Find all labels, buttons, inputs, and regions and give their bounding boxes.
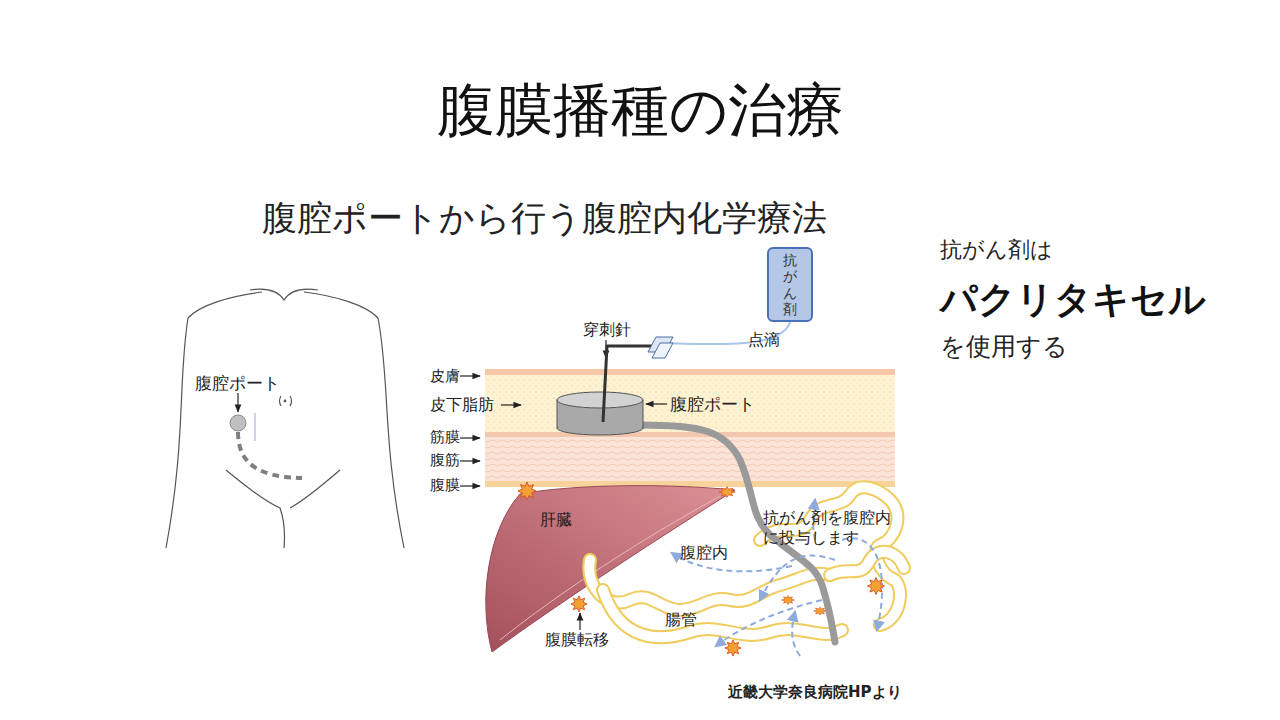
metastasis [867, 577, 884, 594]
torso-side [166, 318, 188, 548]
intestine-lumen [830, 552, 904, 575]
region-label: 腹腔内 [680, 543, 728, 562]
fascia-layer [485, 432, 895, 437]
leader-arrow [460, 437, 480, 438]
node-text: 抗がん剤 [782, 252, 799, 316]
organ-label: 腸管 [665, 610, 697, 629]
drug-name: パクリタキセル [940, 278, 1206, 322]
muscle-layer [485, 437, 895, 481]
intestine-wall [830, 552, 904, 575]
layer-label: 皮下脂肪 [430, 395, 494, 414]
fat-layer [485, 375, 895, 432]
metastasis [814, 607, 827, 615]
part-label: 腹腔ポート [195, 373, 280, 393]
port-top [557, 392, 643, 408]
note-label: 抗がん剤を腹腔内 に投与します [763, 508, 897, 548]
leader-arrow [460, 485, 480, 486]
layer-label: 筋膜 [430, 428, 460, 446]
skin-layer [485, 369, 895, 375]
leader-arrow [460, 460, 480, 461]
catheter-route [238, 432, 302, 478]
intestine-wall [603, 590, 842, 637]
navel [284, 400, 286, 402]
flow-arrow [792, 612, 800, 656]
organ-label: 肝臓 [540, 510, 572, 529]
flow-arrow [716, 600, 822, 646]
slide-title: 腹膜播種の治療 [0, 76, 1280, 146]
needle-clip [652, 343, 673, 358]
leader-arrow [579, 613, 580, 630]
side-note: を使用する [940, 332, 1068, 362]
shoulder-line [188, 292, 262, 318]
metastasis [782, 596, 795, 605]
puncture-needle [603, 346, 655, 422]
part-label: 腹腔ポート [670, 394, 755, 414]
port-symbol [230, 415, 246, 431]
intestine [589, 487, 904, 637]
leader-arrow [646, 403, 667, 404]
metastasis [725, 640, 741, 656]
metastasis [719, 487, 735, 498]
layer-label: 皮膚 [430, 367, 460, 385]
leader-arrow [501, 404, 521, 405]
navel [280, 396, 282, 406]
part-label: 点滴 [748, 330, 780, 349]
skin-mark [255, 413, 256, 441]
neck-notch [250, 289, 318, 300]
part-label: 穿刺針 [583, 320, 631, 339]
groin-line [226, 470, 285, 548]
source-credit: 近畿大学奈良病院HPより [728, 683, 902, 701]
drug-bag: 抗がん剤 [767, 247, 813, 322]
torso-outline [166, 289, 404, 548]
navel [290, 396, 292, 406]
shoulder-line [304, 292, 378, 318]
leader-arrow [237, 393, 238, 412]
flow-arrow [760, 556, 835, 600]
metastasis [518, 482, 536, 500]
lesion-label: 腹膜転移 [545, 630, 609, 649]
layer-label: 腹筋 [430, 451, 460, 469]
peritoneum-layer [485, 481, 895, 487]
diagram-subtitle: 腹腔ポートから行う腹腔内化学療法 [262, 197, 827, 239]
metastasis [571, 596, 587, 612]
torso-side [378, 318, 404, 548]
intestine-lumen [603, 590, 842, 637]
groin-line [290, 470, 340, 508]
leader-arrow [460, 375, 480, 376]
layer-label: 腹膜 [430, 476, 460, 494]
side-note: 抗がん剤は [940, 237, 1053, 263]
